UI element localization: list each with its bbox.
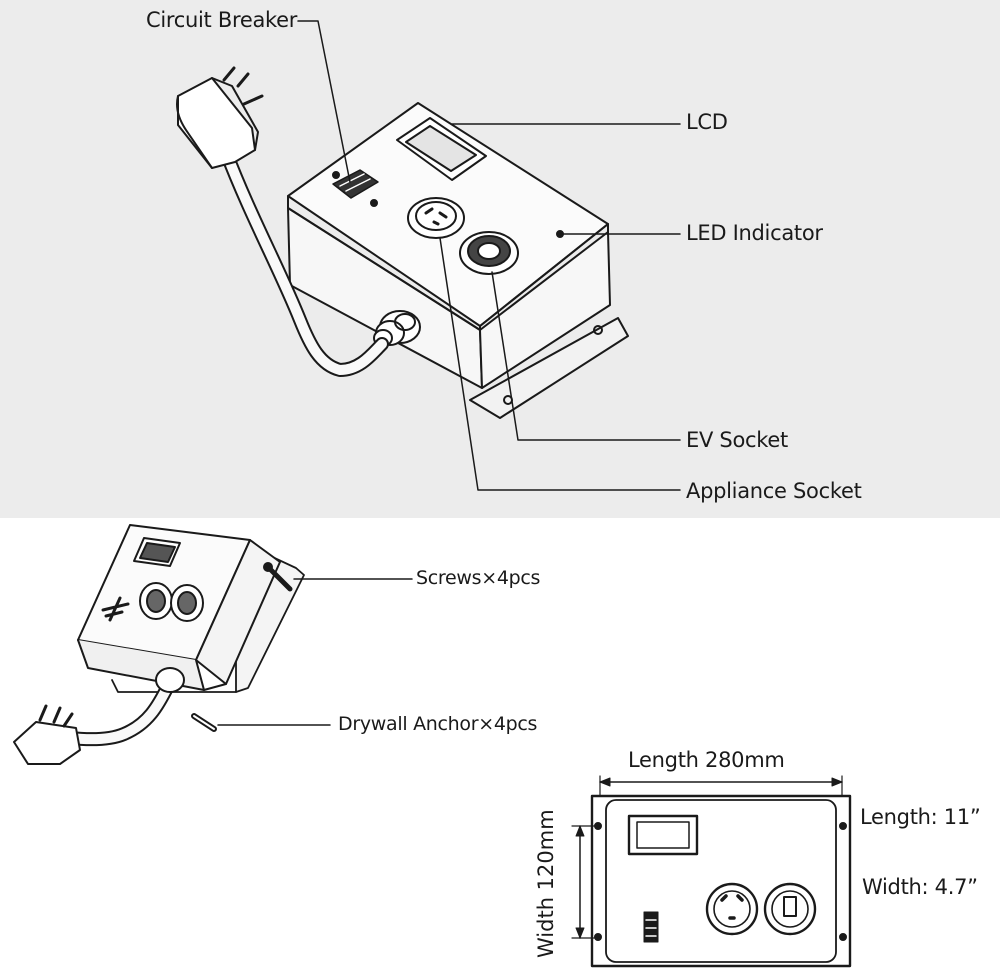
accessory-plug [13, 721, 81, 765]
label-appliance-socket: Appliance Socket [686, 479, 862, 503]
label-width-mm: Width 120mm [534, 809, 558, 958]
flange-hole-icon [593, 325, 603, 335]
label-width-in: Width: 4.7” [862, 875, 978, 899]
power-plug [176, 66, 264, 169]
label-screws: Screws×4pcs [416, 567, 541, 589]
label-circuit-breaker: Circuit Breaker [146, 8, 298, 32]
drywall-anchor-icon [191, 713, 217, 732]
accessory-box-drawing [13, 524, 413, 765]
appliance-socket-outlet [407, 197, 465, 239]
label-drywall-anchor: Drywall Anchor×4pcs [338, 713, 538, 735]
front-view-face [605, 799, 837, 963]
accessory-box-side [195, 539, 281, 685]
leader-appliance-socket [439, 237, 681, 491]
label-led-indicator: LED Indicator [686, 221, 823, 245]
front-appliance-socket-icon [705, 882, 759, 936]
dimension-view-drawing [571, 775, 852, 968]
circuit-breaker-switch [332, 169, 379, 207]
accessory-breaker-icon [101, 596, 130, 622]
front-ev-socket-icon [763, 882, 817, 936]
main-box-drawing [176, 66, 629, 419]
leader-ev-socket [491, 271, 681, 441]
front-view-outline [590, 794, 852, 968]
label-ev-socket: EV Socket [686, 428, 788, 452]
box-right-side [479, 231, 611, 389]
label-length-mm: Length 280mm [628, 748, 785, 772]
callout-leader-lines [297, 20, 681, 491]
label-lcd: LCD [686, 110, 728, 134]
ev-socket-outlet [459, 231, 519, 275]
accessory-cable-gland [155, 667, 185, 693]
front-breaker-icon [643, 911, 659, 943]
leader-circuit-breaker [297, 20, 351, 183]
front-lcd [627, 814, 699, 856]
label-length-in: Length: 11” [860, 805, 981, 829]
mounting-flange [469, 317, 629, 419]
screw-icon [263, 562, 293, 592]
